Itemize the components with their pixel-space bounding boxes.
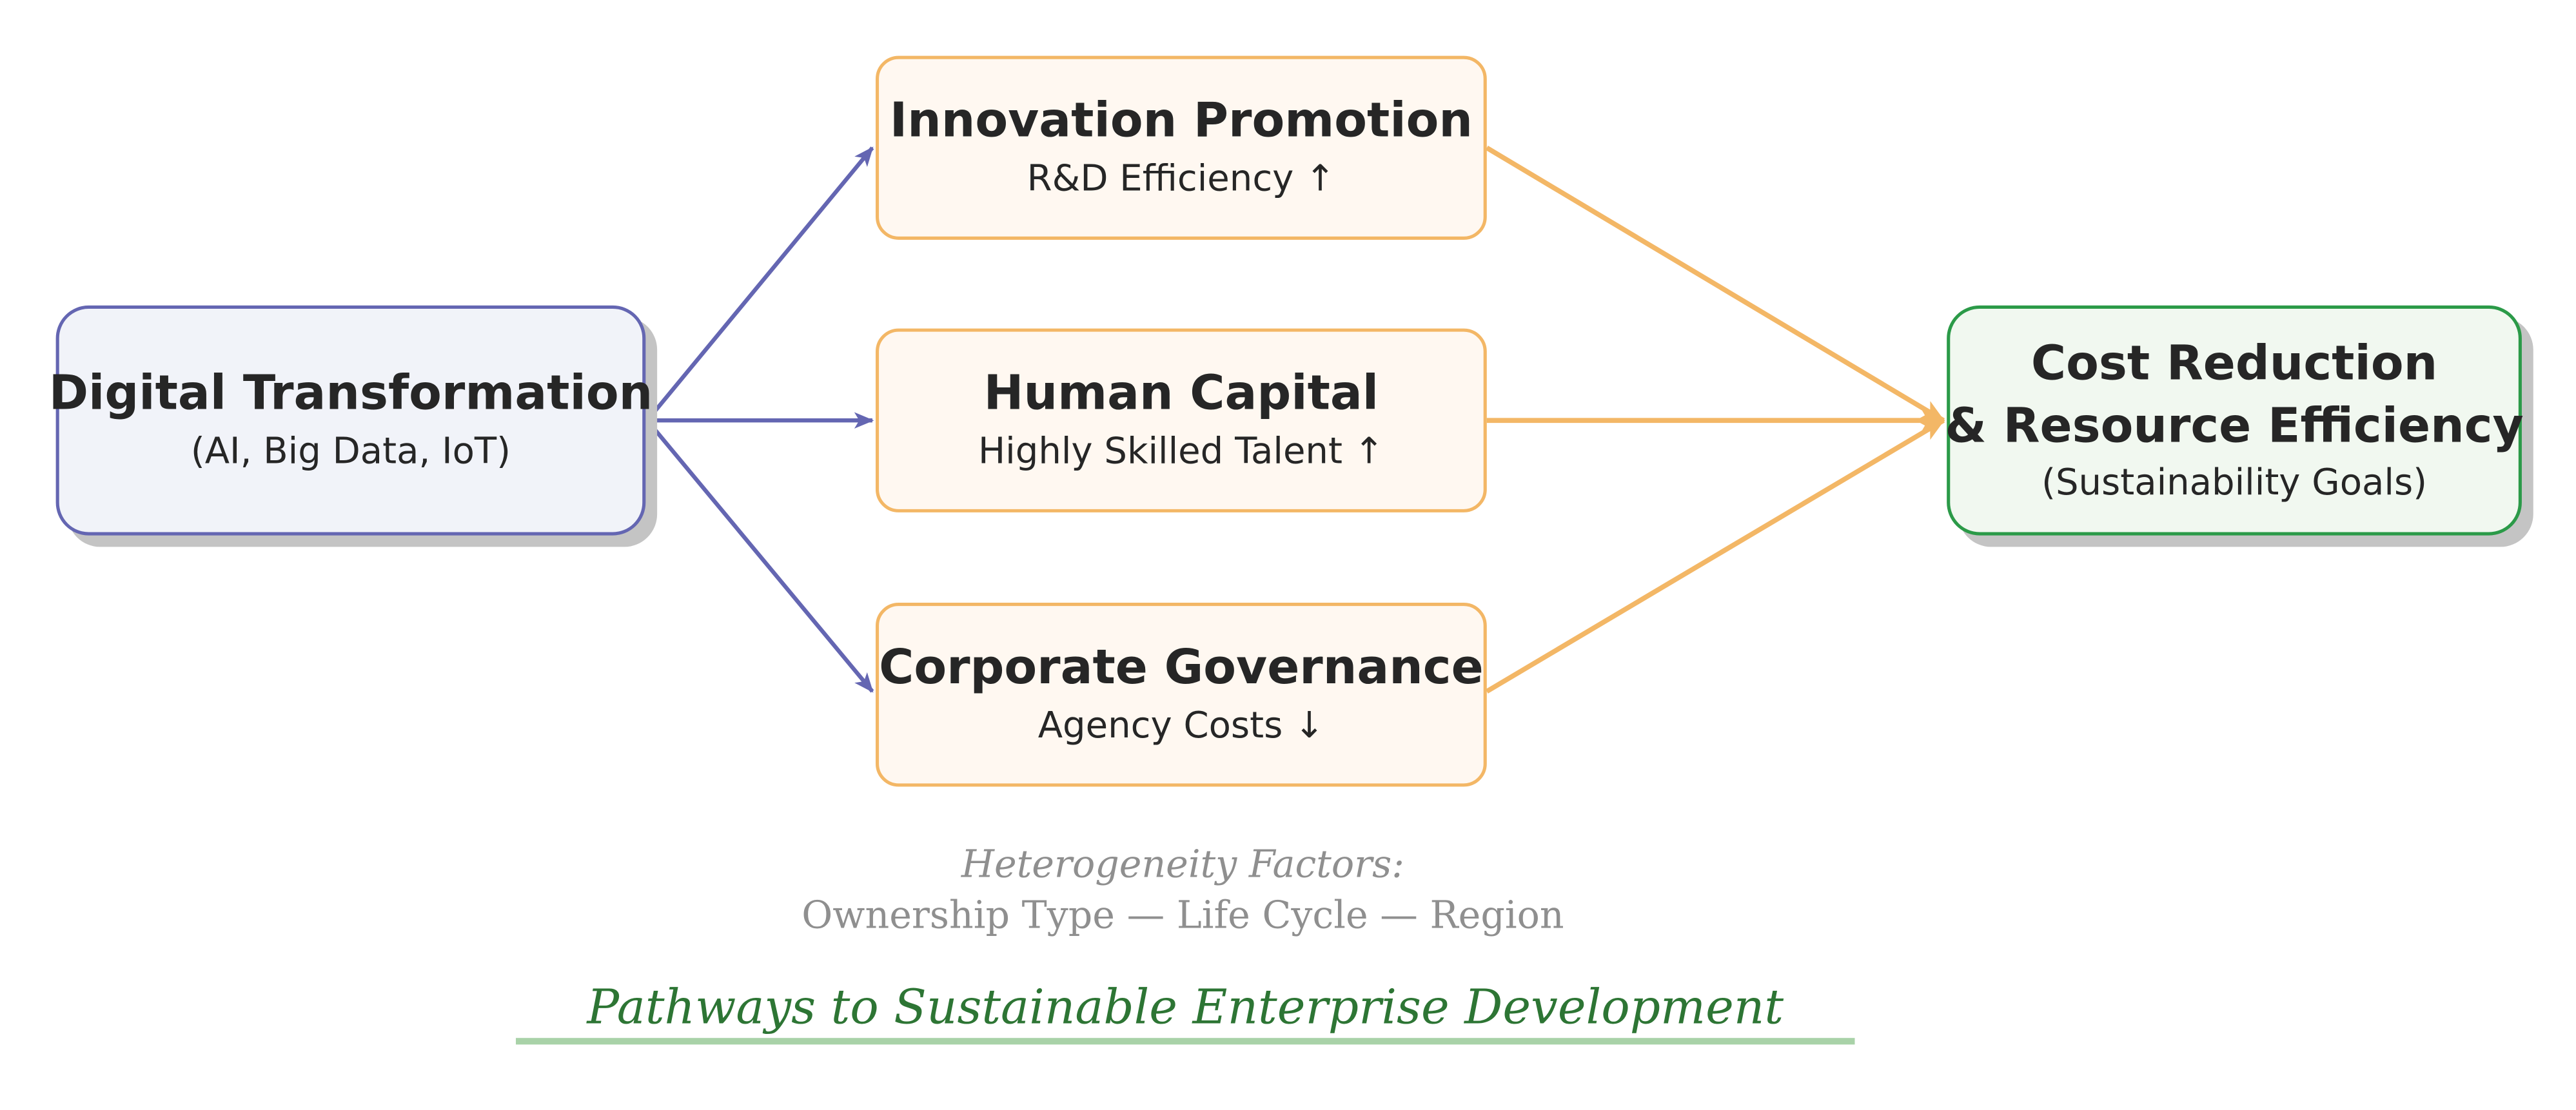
- cost-reduction-title-line2: & Resource Efficiency: [1945, 397, 2524, 454]
- digital-transformation-subtitle: (AI, Big Data, IoT): [190, 432, 511, 473]
- human-capital-title: Human Capital: [983, 364, 1379, 421]
- arrow-to-innovation: [645, 146, 874, 422]
- human-capital-node: Human Capital Highly Skilled Talent ↑: [875, 328, 1487, 512]
- arrow-to-governance: [645, 419, 874, 693]
- heterogeneity-factors: Heterogeneity Factors: Ownership Type — …: [690, 841, 1676, 942]
- heterogeneity-label: Heterogeneity Factors:: [961, 844, 1404, 887]
- heterogeneity-factor-list: Ownership Type — Life Cycle — Region: [801, 895, 1564, 938]
- innovation-promotion-title: Innovation Promotion: [889, 92, 1473, 148]
- corporate-governance-subtitle: Agency Costs ↓: [1037, 706, 1325, 748]
- innovation-promotion-node: Innovation Promotion R&D Efficiency ↑: [875, 55, 1487, 240]
- arrow-innovation-to-outcome: [1485, 146, 1945, 423]
- corporate-governance-title: Corporate Governance: [879, 639, 1484, 695]
- digital-transformation-node: Digital Transformation (AI, Big Data, Io…: [49, 305, 653, 536]
- digital-transformation-title: Digital Transformation: [48, 364, 653, 421]
- caption-underline: [516, 1038, 1855, 1045]
- diagram-caption: Pathways to Sustainable Enterprise Devel…: [587, 979, 1784, 1035]
- cost-reduction-subtitle: (Sustainability Goals): [2041, 463, 2428, 505]
- corporate-governance-node: Corporate Governance Agency Costs ↓: [875, 603, 1487, 787]
- cost-reduction-title-line1: Cost Reduction: [2030, 335, 2438, 391]
- innovation-promotion-subtitle: R&D Efficiency ↑: [1027, 159, 1336, 200]
- arrow-governance-to-outcome: [1485, 418, 1945, 694]
- cost-reduction-node: Cost Reduction & Resource Efficiency (Su…: [1945, 305, 2524, 536]
- human-capital-subtitle: Highly Skilled Talent ↑: [978, 432, 1384, 473]
